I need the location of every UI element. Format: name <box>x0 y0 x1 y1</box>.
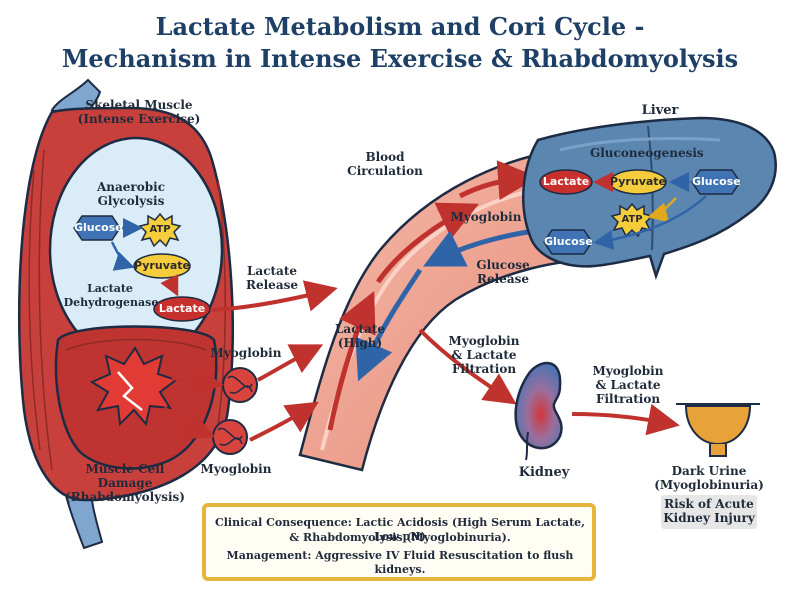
anaerobic-label: Anaerobic <box>96 180 166 194</box>
damage-label-3: (Rhabdomyolysis) <box>65 490 185 504</box>
page-subtitle: Mechanism in Intense Exercise & Rhabdomy… <box>61 44 739 73</box>
damage-burst-icon <box>89 346 179 427</box>
kidney-label: Kidney <box>518 465 570 480</box>
bladder-icon <box>676 403 760 457</box>
liver-atp-burst <box>610 202 654 238</box>
gluconeogenesis-label: Gluconeogenesis <box>590 146 704 160</box>
myoglobin-vessel-label: Myoglobin <box>450 210 522 224</box>
glucose-release-label-1: Glucose <box>476 258 530 272</box>
glycolysis-label: Glycolysis <box>97 194 165 208</box>
liver-title: Liver <box>641 103 679 118</box>
muscle-pyruvate-label: Pyruvate <box>134 259 191 272</box>
blood-label-2: Circulation <box>347 164 423 178</box>
liver-atp-label: ATP <box>621 214 643 225</box>
liver-glucose-out-label: Glucose <box>544 235 593 248</box>
lactate-release-label-1: Lactate <box>246 264 297 278</box>
filtration-label-a2: & Lactate <box>451 348 517 362</box>
glucose-release-label-2: Release <box>477 272 529 286</box>
risk-label-2: Kidney Injury <box>663 511 755 525</box>
filtration-label-a1: Myoglobin <box>448 334 520 348</box>
risk-badge <box>661 495 757 529</box>
liver-glucose-out-node <box>543 229 593 255</box>
lactate-high-label-2: (High) <box>337 336 383 350</box>
damage-label-2: Damage <box>97 476 153 490</box>
myoglobin-label-bottom: Myoglobin <box>200 462 272 476</box>
muscle-subtitle: (Intense Exercise) <box>77 112 201 126</box>
management-line: Management: Aggressive IV Fluid Resuscit… <box>226 549 574 576</box>
muscle-lactate-label: Lactate <box>158 302 206 315</box>
muscle-glucose-label: Glucose <box>74 221 123 234</box>
liver-lactate-label: Lactate <box>542 175 590 188</box>
blood-label-1: Blood <box>365 150 405 164</box>
kidney-icon <box>514 361 563 461</box>
ldh-label-2: Dehydrogenase <box>63 296 159 309</box>
urine-label-2: (Myoglobinuria) <box>654 478 764 492</box>
urine-label-1: Dark Urine <box>671 464 747 478</box>
ldh-label-1: Lactate <box>87 282 133 295</box>
myoglobin-icon <box>222 367 258 403</box>
lactate-release-label-2: Release <box>246 278 298 292</box>
page-title: Lactate Metabolism and Cori Cycle - <box>155 12 645 41</box>
filtration-label-b3: Filtration <box>595 392 661 406</box>
muscle-lactate-node <box>153 296 211 322</box>
filtration-label-b1: Myoglobin <box>592 364 664 378</box>
myoglobin-label-top: Myoglobin <box>210 346 282 360</box>
damage-label-1: Muscle Cell <box>85 462 165 476</box>
liver-glucose-node <box>691 169 741 195</box>
liver-pyruvate-label: Pyruvate <box>610 175 667 188</box>
liver-lactate-node <box>539 169 593 195</box>
filtration-label-a3: Filtration <box>451 362 517 376</box>
muscle-title: Skeletal Muscle <box>85 98 193 112</box>
myoglobin-icon <box>212 419 248 455</box>
liver-glucose-label: Glucose <box>692 175 741 188</box>
risk-label-1: Risk of Acute <box>664 497 754 511</box>
consequence-line-1: Clinical Consequence: Lactic Acidosis (H… <box>214 516 586 543</box>
lactate-high-label-1: Lactate <box>334 322 385 336</box>
muscle-atp-label: ATP <box>149 224 171 235</box>
muscle-glucose-node <box>73 215 121 241</box>
consequence-box <box>202 503 596 581</box>
consequence-line-2: & Rhabdomyolysis (Myoglobinuria). <box>289 531 511 544</box>
filtration-label-b2: & Lactate <box>595 378 661 392</box>
muscle-atp-burst <box>138 212 182 248</box>
